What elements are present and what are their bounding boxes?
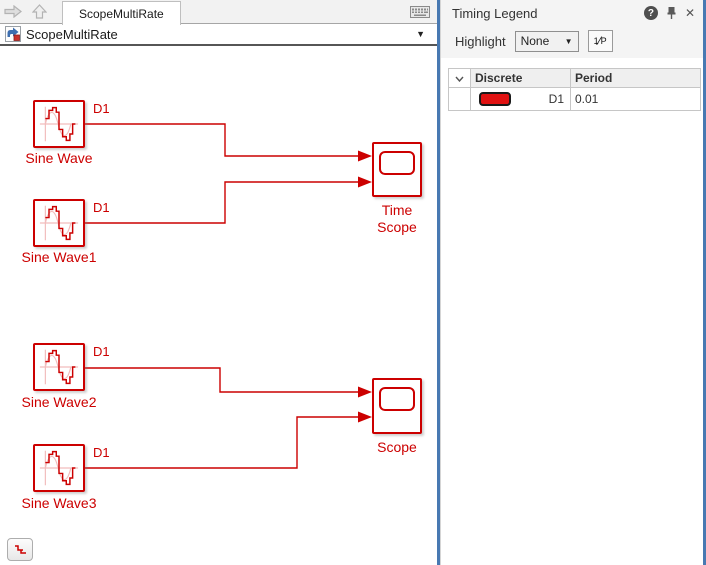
tab-label: ScopeMultiRate (79, 6, 164, 21)
breadcrumb-current-item[interactable]: ScopeMultiRate (26, 26, 118, 42)
block-label-scope[interactable]: Scope (377, 439, 417, 455)
sample-time-icon (14, 545, 26, 554)
help-icon[interactable]: ? (643, 6, 658, 20)
model-editor: ScopeMultiRate (0, 0, 437, 564)
wire-sinewave1-to-timescope[interactable] (85, 181, 359, 224)
nav-up-button[interactable] (26, 0, 52, 23)
block-sine-wave[interactable] (33, 100, 85, 148)
block-time-scope[interactable] (372, 142, 422, 197)
tab-bar-spacer (181, 0, 403, 23)
timing-legend-header: Timing Legend ? ✕ (441, 0, 703, 24)
breadcrumb-dropdown-icon[interactable]: ▼ (416, 29, 425, 39)
inverse-period-denominator: P (600, 36, 607, 46)
wire-sinewave-to-timescope[interactable] (85, 123, 359, 157)
tab-scopemultirate[interactable]: ScopeMultiRate (62, 1, 181, 25)
block-sine-wave1[interactable] (33, 199, 85, 247)
model-canvas[interactable]: Sine Wave Sine Wave1 Sine Wave2 Sine Wav… (0, 46, 437, 564)
block-label-sine-wave1[interactable]: Sine Wave1 (21, 249, 97, 265)
inverse-period-button[interactable]: 1⁄P (587, 30, 613, 52)
sampled-sine-icon (39, 450, 79, 486)
rate-annotation-sine-wave3[interactable]: D1 (93, 445, 110, 460)
chevron-down-icon (455, 76, 464, 83)
block-sine-wave2[interactable] (33, 343, 85, 391)
highlight-label: Highlight (455, 33, 506, 49)
block-sine-wave3[interactable] (33, 444, 85, 492)
sample-time-legend-button[interactable] (7, 538, 33, 561)
block-label-sine-wave2[interactable]: Sine Wave2 (21, 394, 97, 410)
sampled-sine-icon (39, 349, 79, 385)
keyboard-icon (410, 5, 430, 18)
scope-screen-icon (379, 151, 415, 175)
rate-annotation-sine-wave2[interactable]: D1 (93, 344, 110, 359)
highlight-dropdown[interactable]: None ▼ (514, 30, 579, 52)
block-label-sine-wave3[interactable]: Sine Wave3 (21, 495, 97, 511)
timing-legend-top: Timing Legend ? ✕ Highlight None ▼ (441, 0, 703, 58)
panel-splitter[interactable] (437, 0, 440, 565)
wire-sinewave2-to-scope[interactable] (85, 367, 359, 393)
rate-color-swatch (479, 92, 511, 106)
pin-icon[interactable] (667, 6, 676, 20)
up-arrow-icon (31, 4, 47, 19)
breadcrumb-bar[interactable]: ScopeMultiRate ▼ (0, 24, 437, 46)
inverse-period-slash: ⁄ (598, 34, 601, 48)
scope-screen-icon (379, 387, 415, 411)
inverse-period-numerator: 1 (593, 36, 599, 46)
nav-forward-button[interactable] (0, 0, 26, 23)
timing-legend-table: Discrete Period D1 0.01 (448, 68, 701, 111)
sampled-sine-icon (39, 205, 79, 241)
panel-title: Timing Legend (452, 5, 538, 21)
period-column-header[interactable]: Period (570, 68, 701, 88)
block-scope[interactable] (372, 378, 422, 434)
legend-rate-cell[interactable]: D1 (470, 87, 571, 111)
arrowhead-timescope-in2 (358, 176, 372, 188)
arrowhead-timescope-in1 (358, 150, 372, 162)
model-badge-icon (5, 26, 21, 42)
forward-arrow-icon (4, 5, 22, 18)
legend-period-cell[interactable]: 0.01 (570, 87, 701, 111)
collapse-group-button[interactable] (448, 68, 471, 88)
arrowhead-scope-in2 (358, 411, 372, 423)
model-tab-bar: ScopeMultiRate (0, 0, 437, 25)
signal-wires (85, 123, 372, 469)
close-icon[interactable]: ✕ (684, 6, 695, 20)
legend-row-d1[interactable]: D1 0.01 (448, 87, 701, 111)
sampled-sine-icon (39, 106, 79, 142)
rate-name: D1 (548, 92, 564, 106)
arrowhead-scope-in1 (358, 386, 372, 398)
block-label-time-scope[interactable]: Time Scope (377, 202, 417, 235)
highlight-dropdown-value: None (520, 34, 550, 48)
chevron-down-icon: ▼ (564, 36, 573, 46)
rate-annotation-sine-wave1[interactable]: D1 (93, 200, 110, 215)
timing-legend-panel: Timing Legend ? ✕ Highlight None ▼ (440, 0, 703, 565)
timing-legend-toolbar: Highlight None ▼ 1⁄P (455, 30, 703, 52)
rate-annotation-sine-wave[interactable]: D1 (93, 101, 110, 116)
block-label-sine-wave[interactable]: Sine Wave (25, 150, 93, 166)
keyboard-shortcuts-button[interactable] (403, 0, 437, 23)
window-right-edge (703, 0, 706, 565)
wire-sinewave3-to-scope[interactable] (85, 416, 359, 469)
discrete-column-header[interactable]: Discrete (470, 68, 571, 88)
legend-header-row: Discrete Period (448, 68, 701, 88)
legend-row-indent (448, 87, 471, 111)
